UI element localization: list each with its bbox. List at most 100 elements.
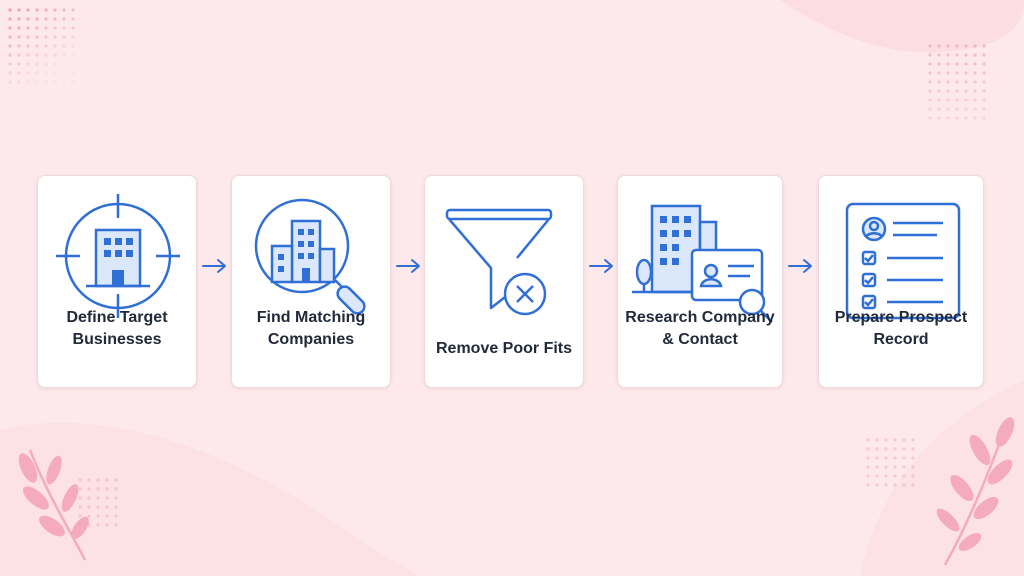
decor-dot [937, 62, 941, 66]
decor-dot [911, 447, 915, 451]
decor-dot [105, 496, 109, 500]
decor-dot [982, 71, 986, 75]
decor-dot [937, 116, 941, 120]
decor-dot [71, 44, 75, 48]
decor-dot [71, 26, 75, 30]
decor-dot [53, 71, 57, 75]
decor-dot [17, 26, 21, 30]
decor-dot [35, 17, 39, 21]
decor-dot [26, 71, 30, 75]
decor-dot [884, 447, 888, 451]
decor-dot [62, 44, 66, 48]
step-card-define-target: Define Target Businesses [37, 175, 197, 388]
decor-dot [87, 505, 91, 509]
decor-dot [982, 62, 986, 66]
step-label: Find Matching Companies [256, 309, 366, 348]
decor-dot [53, 44, 57, 48]
bottom-left-wave [0, 422, 420, 576]
decor-dot [973, 53, 977, 57]
building-contact-card-icon [632, 204, 773, 323]
step-label: Remove Poor Fits [435, 340, 573, 357]
decor-dot [866, 456, 870, 460]
decor-dot [884, 483, 888, 487]
decor-dot [78, 505, 82, 509]
decor-dot [44, 26, 48, 30]
step-label: Research Company & Contact [625, 309, 775, 348]
decor-dot [911, 474, 915, 478]
decor-dot [875, 483, 879, 487]
decor-dot [105, 487, 109, 491]
decor-dot [893, 456, 897, 460]
funnel-x-icon [445, 208, 553, 316]
decor-dot [973, 107, 977, 111]
decor-dot [937, 71, 941, 75]
decor-dot [62, 53, 66, 57]
decor-dot [78, 514, 82, 518]
decor-dot [937, 53, 941, 57]
decor-dot [875, 456, 879, 460]
dot-grid-top-right [928, 44, 986, 120]
decor-dot [62, 62, 66, 66]
decor-dot [17, 80, 21, 84]
decor-dot [26, 53, 30, 57]
decor-dot [964, 116, 968, 120]
decor-dot [44, 8, 48, 12]
bottom-right-wave [860, 380, 1024, 576]
decor-dot [96, 523, 100, 527]
arrow-right-icon [788, 259, 812, 273]
decor-dot [982, 53, 986, 57]
decor-dot [982, 116, 986, 120]
decor-dot [44, 80, 48, 84]
decor-dot [955, 71, 959, 75]
decor-dot [35, 53, 39, 57]
decor-dot [96, 496, 100, 500]
decor-dot [946, 107, 950, 111]
decor-dot [875, 474, 879, 478]
decor-dot [35, 35, 39, 39]
decor-dot [866, 483, 870, 487]
decor-dot [902, 438, 906, 442]
decor-dot [17, 53, 21, 57]
decor-dot [955, 44, 959, 48]
step-label: Define Target Businesses [66, 309, 168, 348]
decor-dot [114, 514, 118, 518]
decor-dot [96, 478, 100, 482]
decor-dot [35, 8, 39, 12]
decor-dot [964, 107, 968, 111]
decor-dot [973, 89, 977, 93]
decor-dot [78, 478, 82, 482]
decor-dot [114, 523, 118, 527]
decor-dot [884, 438, 888, 442]
decor-dot [982, 89, 986, 93]
decor-dot [946, 53, 950, 57]
decor-dot [937, 89, 941, 93]
decor-dot [53, 53, 57, 57]
decor-dot [105, 523, 109, 527]
decor-dot [26, 35, 30, 39]
decor-dot [62, 35, 66, 39]
decor-dot [911, 465, 915, 469]
decor-dot [973, 80, 977, 84]
decor-dot [973, 71, 977, 75]
decor-dot [973, 44, 977, 48]
decor-dot [893, 474, 897, 478]
decor-dot [114, 487, 118, 491]
decor-dot [96, 514, 100, 518]
decor-dot [964, 62, 968, 66]
decor-dot [875, 465, 879, 469]
decor-dot [866, 465, 870, 469]
decor-dot [902, 474, 906, 478]
decor-dot [26, 8, 30, 12]
decor-dot [53, 8, 57, 12]
decor-dot [955, 80, 959, 84]
target-building-icon [56, 194, 180, 318]
decor-dot [928, 44, 932, 48]
decor-dot [946, 116, 950, 120]
decor-dot [946, 98, 950, 102]
decor-dot [973, 116, 977, 120]
decor-dot [955, 107, 959, 111]
decor-dot [71, 80, 75, 84]
decor-dot [946, 71, 950, 75]
decor-dot [8, 17, 12, 21]
decor-dot [26, 44, 30, 48]
